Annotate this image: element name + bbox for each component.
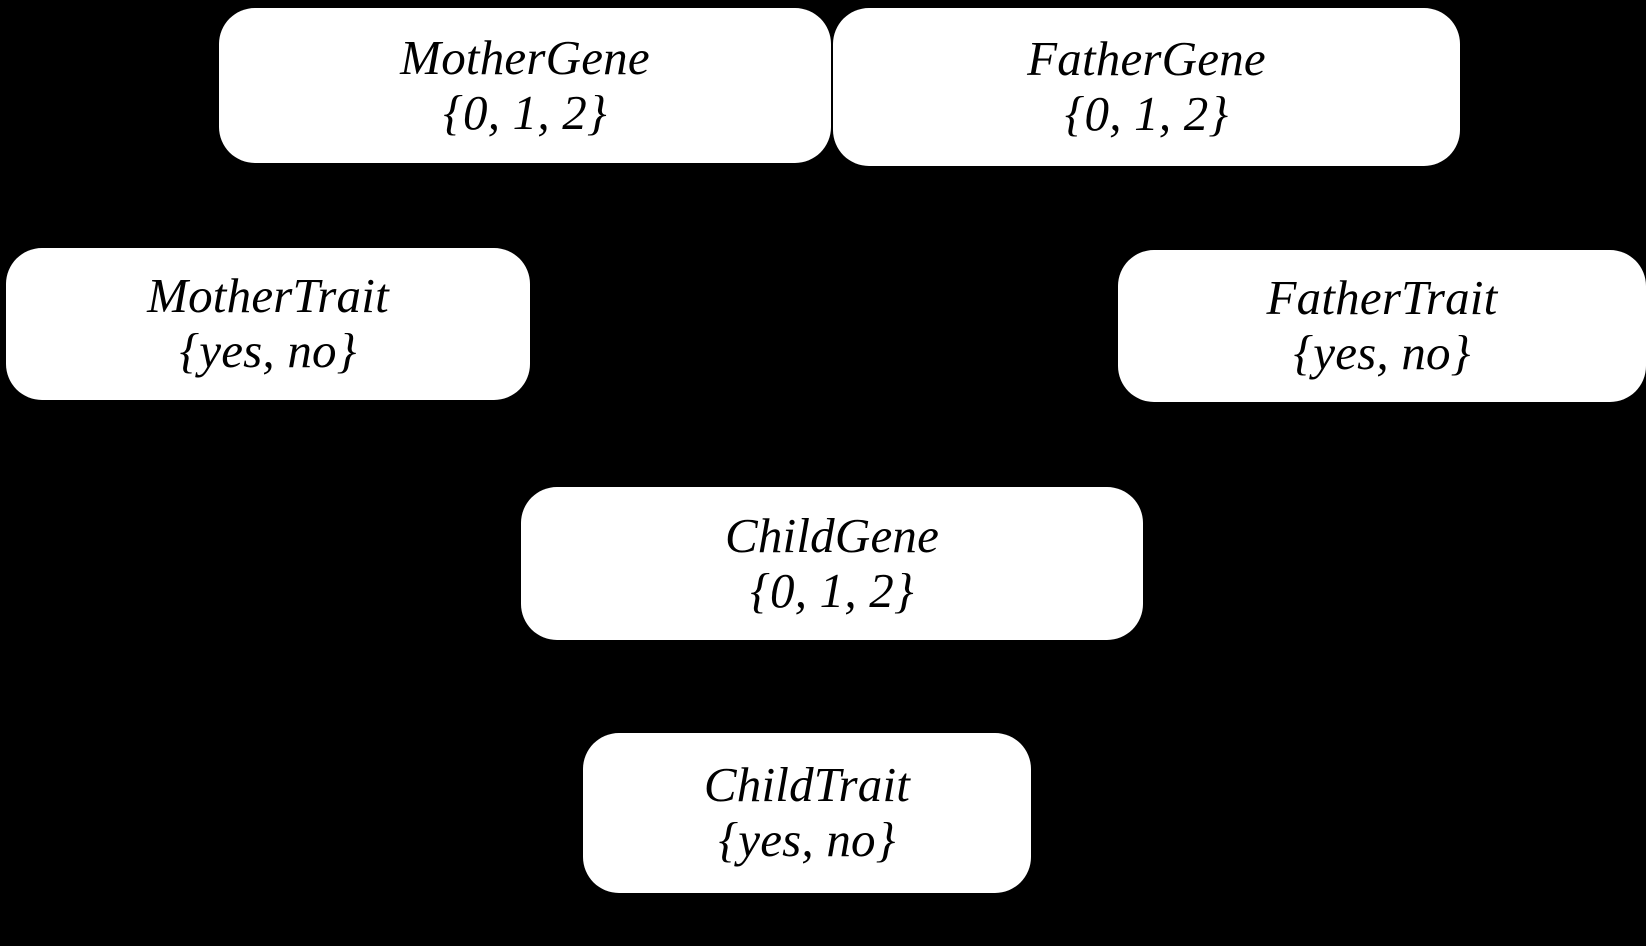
node-father-gene-domain: {0, 1, 2} (1064, 86, 1229, 141)
edge-child-gene-to-child-trait (806, 639, 822, 734)
node-mother-gene-domain: {0, 1, 2} (443, 84, 607, 140)
node-mother-gene-label: MotherGene (400, 29, 650, 85)
edge-mother-gene-to-mother-trait (248, 161, 332, 250)
node-father-trait-domain: {yes, no} (1293, 325, 1471, 380)
node-father-gene[interactable]: FatherGene {0, 1, 2} (833, 8, 1460, 166)
node-child-gene-label: ChildGene (724, 507, 940, 563)
edge-mother-gene-to-child-gene (598, 162, 742, 488)
node-father-trait-label: FatherTrait (1266, 270, 1498, 326)
node-mother-trait[interactable]: MotherTrait {yes, no} (6, 248, 530, 400)
node-mother-gene[interactable]: MotherGene {0, 1, 2} (219, 8, 831, 163)
edge-father-gene-to-child-gene (928, 165, 1062, 488)
node-child-trait-domain: {yes, no} (718, 812, 896, 867)
edge-father-gene-to-father-trait (1288, 164, 1372, 252)
node-father-trait[interactable]: FatherTrait {yes, no} (1118, 250, 1646, 402)
node-child-trait-label: ChildTrait (703, 757, 911, 813)
node-child-trait[interactable]: ChildTrait {yes, no} (583, 733, 1031, 893)
node-mother-trait-label: MotherTrait (147, 268, 389, 324)
node-child-gene[interactable]: ChildGene {0, 1, 2} (521, 487, 1143, 640)
node-mother-trait-domain: {yes, no} (179, 323, 357, 378)
node-child-gene-domain: {0, 1, 2} (750, 562, 914, 618)
node-father-gene-label: FatherGene (1027, 31, 1266, 87)
